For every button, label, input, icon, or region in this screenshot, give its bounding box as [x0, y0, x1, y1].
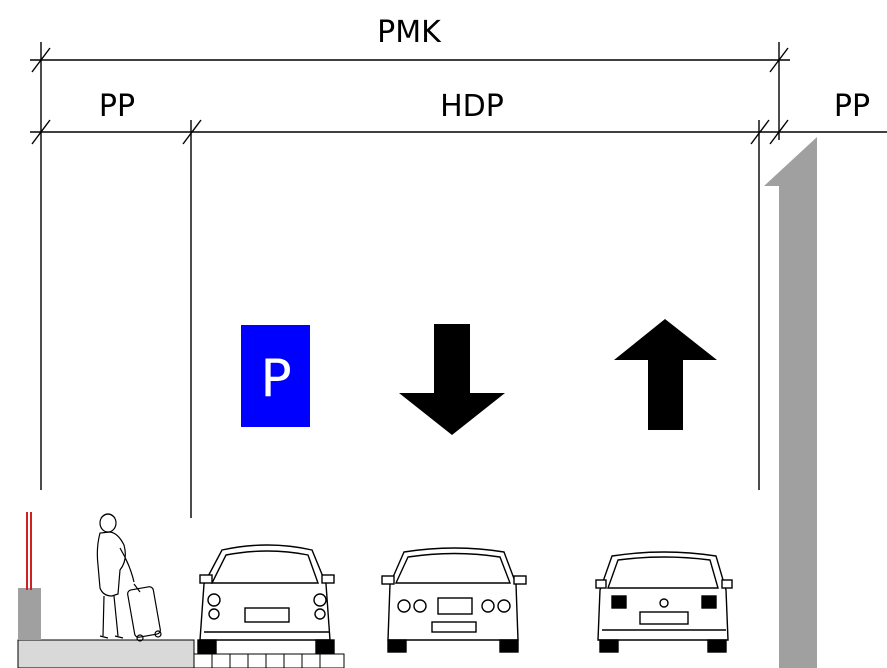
parking-sign-background	[241, 325, 310, 427]
parking-sign: P	[241, 325, 310, 427]
car-front-middle	[381, 547, 527, 653]
parking-sign-letter: P	[260, 349, 291, 409]
label-pp-right: PP	[834, 89, 870, 124]
arrow-down-icon	[399, 324, 505, 435]
car-rear-left	[197, 544, 335, 655]
pedestrian-with-suitcase	[96, 513, 162, 642]
bollard-base	[18, 588, 41, 640]
dimension-lines	[30, 42, 887, 518]
sidewalk	[17, 512, 195, 668]
curb	[17, 639, 195, 668]
car-rear-right	[595, 551, 733, 653]
label-hdp: HDP	[440, 89, 504, 124]
car-stand	[193, 653, 345, 668]
arrow-up-icon	[614, 319, 717, 430]
label-pp-left: PP	[99, 89, 135, 124]
right-wall	[764, 137, 817, 668]
label-pmk: PMK	[377, 15, 442, 50]
